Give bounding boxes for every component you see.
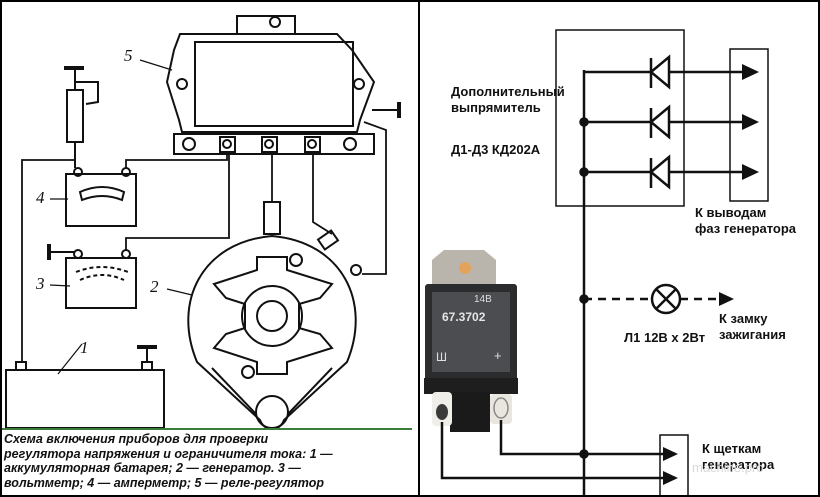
label-1-battery: 1 [80, 338, 89, 357]
test-circuit-panel: 5 4 3 2 1 Схема включения приборов для п… [2, 2, 418, 495]
diodes-label: Д1-Д3 КД202А [451, 142, 541, 157]
watermark: machine.pro [692, 460, 764, 475]
figure-caption: Схема включения приборов для проверки ре… [4, 432, 414, 490]
test-wiring [21, 121, 387, 362]
diode-d2 [579, 104, 759, 140]
indicator-lamp [579, 283, 734, 315]
brushes-box [659, 434, 689, 495]
regulator-model-marking: 67.3702 [442, 310, 486, 324]
rectifier-box [555, 29, 685, 207]
regulator-voltage-marking: 14В [474, 294, 492, 305]
ignition-label-2: зажигания [719, 327, 786, 342]
label-2-generator: 2 [150, 277, 159, 296]
phase-terminals-box [729, 48, 769, 202]
diode-d1 [584, 54, 759, 90]
caption-line: вольтметр; 4 — амперметр; 5 — реле-регул… [4, 475, 324, 490]
label-3-voltmeter: 3 [36, 274, 45, 293]
rectifier-schematic-panel: Дополнительный выпрямитель Д1-Д3 КД202А … [420, 2, 818, 495]
generator [187, 201, 362, 430]
caption-line: Схема включения приборов для проверки [4, 432, 269, 446]
relay-regulator [165, 15, 401, 155]
diode-d3 [579, 154, 759, 190]
regulator-terminal-sh: Ш [436, 350, 447, 364]
caption-line: аккумуляторная батарея; 2 — генератор. 3… [4, 461, 301, 475]
caption-line: регулятора напряжения и ограничителя ток… [4, 446, 333, 461]
voltmeter [47, 244, 137, 309]
regulator-terminal-plus: + [494, 348, 502, 363]
label-5-relay-regulator: 5 [124, 46, 133, 65]
voltage-regulator-67-3702 [424, 250, 518, 432]
ignition-label: К замку [719, 311, 768, 326]
rectifier-label: Дополнительный [451, 84, 565, 99]
brush-wiring [440, 420, 678, 485]
brushes-label: К щеткам [702, 441, 762, 456]
test-circuit-drawing [5, 15, 401, 430]
rheostat [64, 66, 99, 168]
phase-terminals-label: К выводам [695, 205, 767, 220]
brushes-label-2: генератора [702, 457, 775, 472]
rectifier-label-2: выпрямитель [451, 100, 541, 115]
battery [5, 345, 165, 429]
leader-lines [49, 59, 193, 375]
rectifier-schematic-drawing [424, 29, 769, 495]
lamp-label: Л1 12В х 2Вт [624, 330, 706, 345]
phase-terminals-label-2: фаз генератора [695, 221, 797, 236]
label-4-ammeter: 4 [36, 188, 45, 207]
caption-divider [2, 428, 412, 430]
ammeter [65, 167, 137, 227]
